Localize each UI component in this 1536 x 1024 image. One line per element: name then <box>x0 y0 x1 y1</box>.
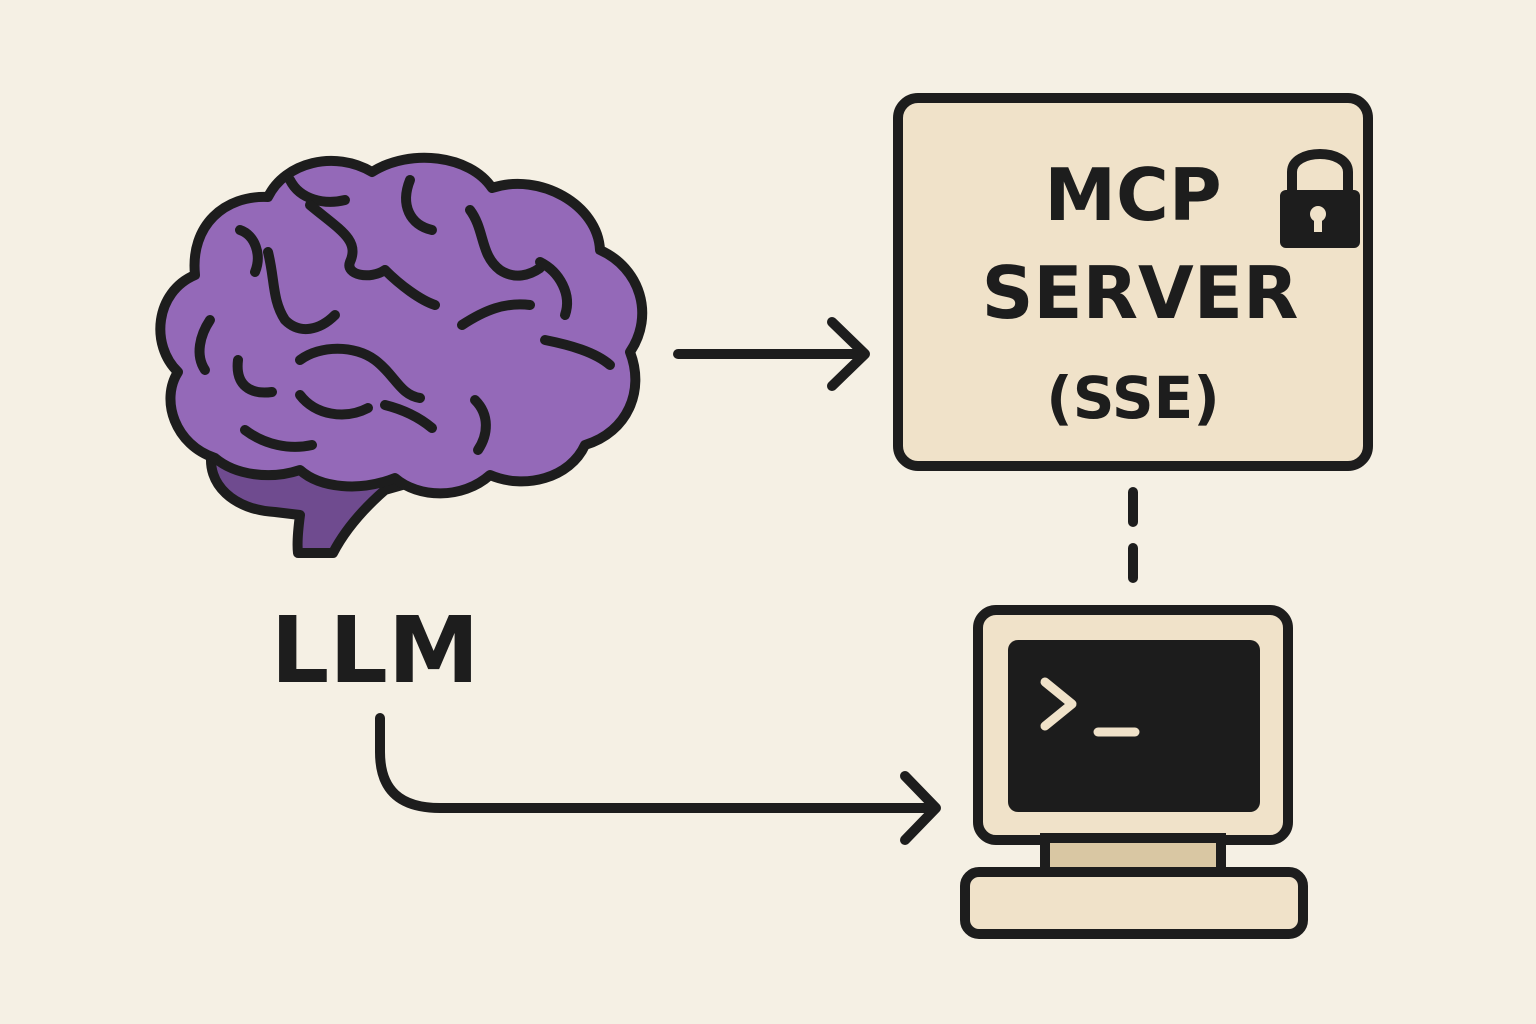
arrow-shaft <box>375 713 937 813</box>
arrow-llm-to-terminal <box>375 713 941 845</box>
lock-shackle <box>1287 149 1353 197</box>
server-box-frame <box>893 93 1373 471</box>
server-title-line3: (SSE) <box>1046 364 1220 432</box>
computer-terminal-icon <box>960 605 1308 939</box>
prompt-chevron <box>1040 677 1077 731</box>
mcp-server-box: MCP SERVER (SSE) <box>893 93 1373 471</box>
keyboard-base <box>960 867 1308 939</box>
server-title-line1: MCP <box>1044 153 1221 237</box>
llm-label: LLM <box>271 597 480 704</box>
brain-folds <box>194 175 615 455</box>
terminal-prompt-icon <box>1040 677 1140 737</box>
arrow-llm-to-server <box>673 317 870 391</box>
arrow-head <box>827 317 870 391</box>
arrow-head <box>900 771 941 845</box>
brain-cortex <box>155 152 648 499</box>
lock-keyhole-slot <box>1314 214 1322 232</box>
server-title-line2: SERVER <box>982 251 1299 335</box>
brain-icon <box>155 152 648 558</box>
lock-icon <box>1280 149 1360 248</box>
monitor-screen <box>1008 640 1260 812</box>
